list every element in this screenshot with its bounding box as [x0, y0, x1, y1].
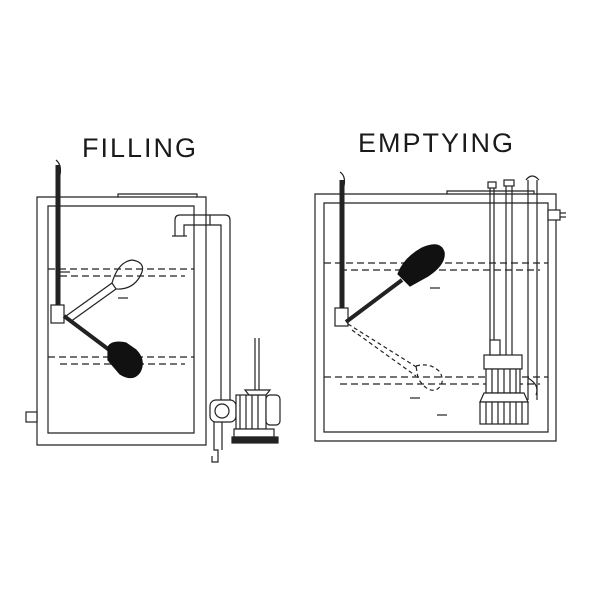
filling-pipe [172, 214, 231, 400]
filling-tank [36, 193, 207, 446]
emptying-float-lowered-outline [347, 323, 443, 391]
filling-float-lowered [62, 314, 143, 379]
filling-outlet-stub [25, 411, 38, 423]
submersible-pump [479, 339, 538, 425]
emptying-title: EMPTYING [358, 128, 516, 158]
emptying-float-raised [344, 244, 445, 324]
emptying-ripples [410, 287, 447, 416]
filling-water-level-high [48, 268, 194, 277]
filling-float-raised-outline [65, 259, 144, 323]
surface-pump [209, 338, 281, 463]
emptying-float-cable [334, 171, 349, 327]
filling-float-cable [50, 159, 65, 324]
filling-title: FILLING [82, 133, 199, 163]
discharge-pipes [487, 175, 566, 400]
